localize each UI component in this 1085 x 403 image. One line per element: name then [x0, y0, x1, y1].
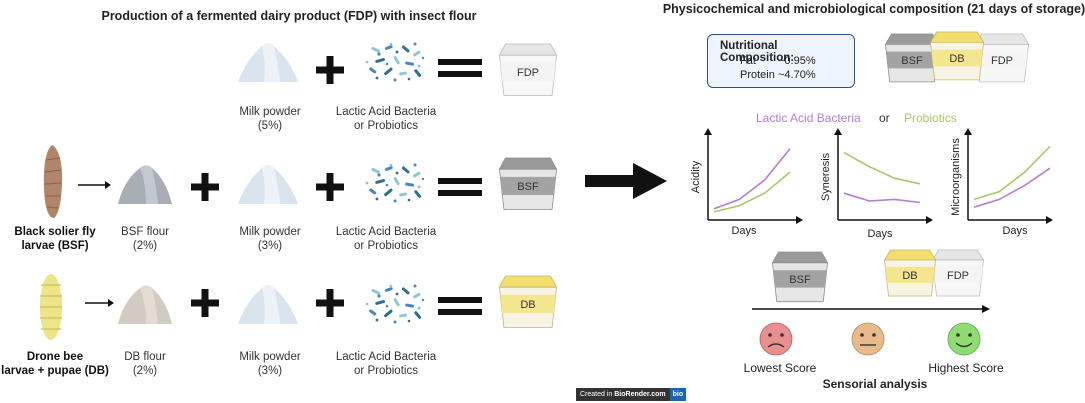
fdp-cup-icon: FDP [931, 249, 985, 297]
cup-label: DB [902, 270, 917, 282]
cup-label: DB [949, 53, 964, 65]
cup-label: DB [520, 299, 535, 311]
sensory-scale [752, 305, 990, 356]
sensory-title: Sensorial analysis [822, 377, 928, 391]
lab-trend-line [973, 167, 1051, 208]
legend-probiotics: Probiotics [904, 111, 957, 125]
protein-row: Protein~4.70% [740, 69, 816, 81]
left-title: Production of a fermented dairy product … [101, 9, 477, 23]
probiotics-trend-line [973, 145, 1051, 201]
arrow-icon [85, 299, 114, 307]
bsf-larva-icon [43, 145, 63, 218]
fdp-cup-icon: FDP [974, 33, 1030, 83]
db-flour-icon [118, 285, 172, 324]
cup-label: BSF [789, 274, 811, 286]
milk-label-row3: Milk powder(3%) [239, 351, 301, 377]
lowest-score-label: Lowest Score [743, 361, 817, 375]
milk-label-row2: Milk powder(3%) [239, 226, 301, 252]
lab-trend-line [713, 148, 791, 210]
badge-text: Created in BioRender.com [576, 388, 670, 401]
db-cup-icon: DB [929, 31, 985, 81]
fdp-cup-icon: FDP [498, 43, 558, 96]
legend-lab: Lactic Acid Bacteria [756, 111, 861, 125]
flour-label-bsf: BSF flour(2%) [121, 226, 169, 252]
big-arrow-icon [585, 163, 667, 199]
graph-xlabel: Days [731, 225, 757, 237]
biorender-logo-icon: bio [669, 388, 687, 401]
left-illustrations [40, 42, 482, 340]
bsf-cup-icon: BSF [771, 251, 829, 303]
cup-label: FDP [947, 270, 969, 282]
cup-label: BSF [517, 181, 539, 193]
cup-label: BSF [901, 55, 923, 67]
graph-xlabel: Days [867, 228, 893, 240]
right-title: Physicochemical and microbiological comp… [662, 2, 1085, 16]
cup-label: FDP [517, 67, 539, 79]
graph-ylabel: Acidity [690, 160, 702, 193]
legend-or: or [879, 111, 890, 125]
bsf-flour-icon [118, 165, 172, 204]
nutrition-title: Nutritional Composition: [720, 40, 795, 64]
graph-syneresis: Syneresis Days [820, 128, 933, 240]
bsf-cup-icon: BSF [498, 157, 558, 210]
probiotics-trend-line [843, 151, 921, 185]
sad-face-icon [759, 322, 793, 356]
graph-ylabel: Microorganisms [950, 138, 962, 216]
graph-acidity: Acidity Days [690, 128, 803, 237]
fat-value: ~0.95% [778, 55, 816, 67]
fat-label: Fat [740, 55, 756, 67]
cup-label: FDP [991, 55, 1013, 67]
flour-label-db: DB flour(2%) [124, 351, 166, 377]
biorender-badge: Created in BioRender.com bio [576, 388, 687, 401]
graph-xlabel: Days [1002, 225, 1028, 237]
happy-face-icon [947, 322, 981, 356]
bsf-cup-icon: BSF [884, 33, 940, 83]
arrow-icon [78, 181, 111, 189]
trend-graphs: Acidity Days Syneresis Days Microorganis… [690, 128, 1053, 240]
nutrition-box: Nutritional Composition: Fat ~0.95% Prote… [707, 34, 855, 88]
fat-row: Fat ~0.95% [740, 55, 816, 67]
lab-trend-line [843, 192, 921, 204]
graph-microorganisms: Microorganisms Days [950, 128, 1053, 237]
graph-ylabel: Syneresis [820, 152, 832, 201]
db-cup-icon: DB [883, 249, 937, 297]
probiotics-trend-line [713, 171, 791, 213]
db-larva-icon [40, 274, 62, 340]
db-cup-icon: DB [498, 275, 558, 328]
protein-label: Protein [740, 69, 775, 81]
highest-score-label: Highest Score [928, 361, 1004, 375]
milk-label-row1: Milk powder(5%) [239, 106, 301, 132]
neutral-face-icon [851, 322, 885, 356]
protein-value: ~4.70% [778, 69, 816, 81]
